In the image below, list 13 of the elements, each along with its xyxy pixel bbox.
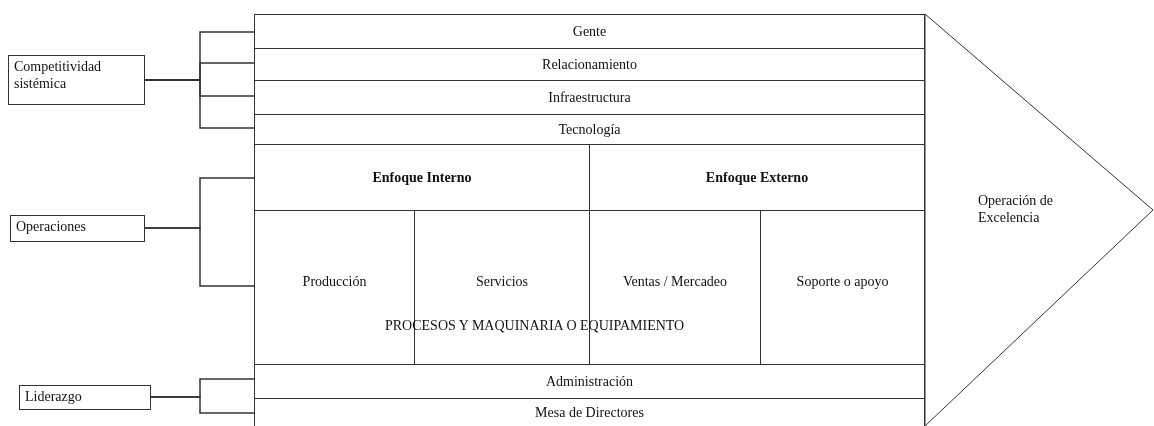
table-cell: Tecnología [254, 114, 925, 145]
table-cell: Relacionamiento [254, 48, 925, 81]
bracket-connector [144, 79, 255, 129]
shape-label: Operación de Excelencia [978, 192, 1055, 226]
label-box: Liderazgo [19, 385, 151, 410]
table-cell: Gente [254, 14, 925, 49]
label-box: Competitividad sistémica [8, 55, 145, 105]
bracket-connector [144, 227, 255, 287]
bracket-connector [150, 396, 255, 414]
table-cell: Infraestructura [254, 80, 925, 115]
label-box: Operaciones [10, 215, 145, 242]
table-cell: Mesa de Directores [254, 398, 925, 426]
table-cell: Administración [254, 364, 925, 399]
